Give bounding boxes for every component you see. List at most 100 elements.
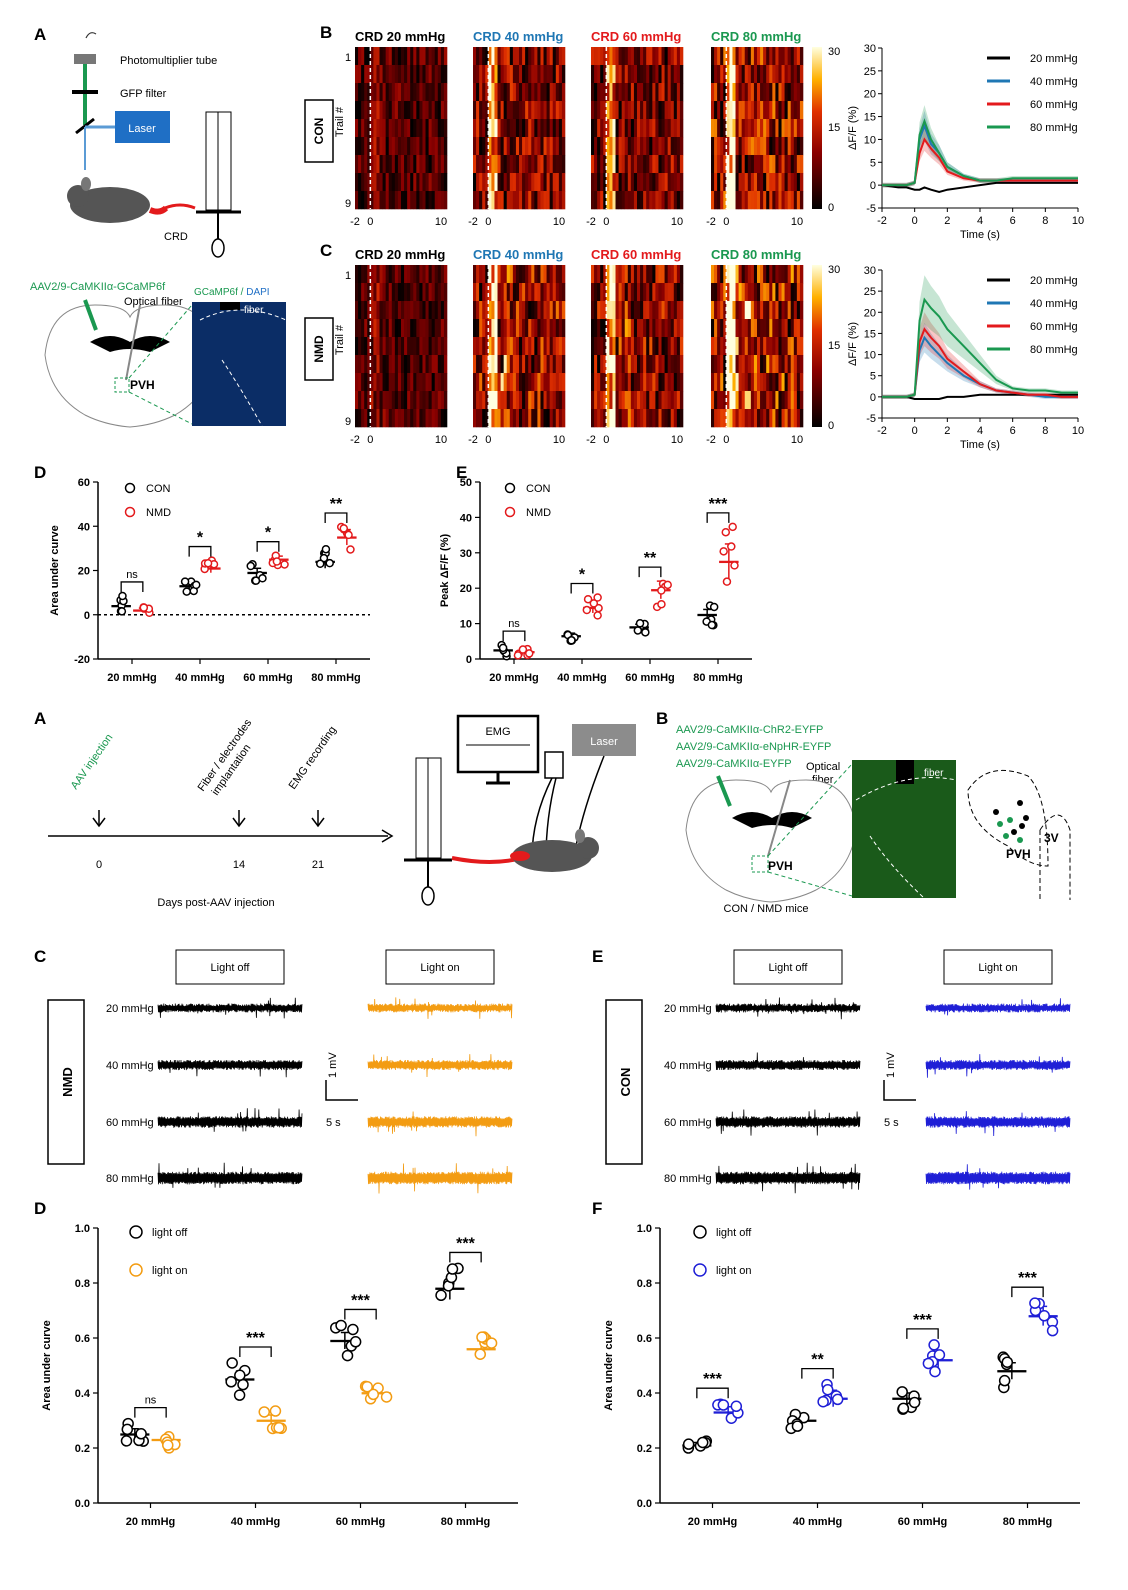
heatmap-cell — [500, 101, 504, 120]
heatmap-cell — [664, 319, 668, 338]
data-point — [663, 580, 672, 590]
heatmap-cell — [549, 191, 554, 210]
heatmap-cell — [367, 355, 371, 374]
heatmap-cell — [552, 83, 557, 102]
heatmap-cell — [410, 47, 414, 66]
heatmap-cell — [627, 191, 632, 210]
heatmap-cell — [525, 355, 529, 374]
heatmap-cell — [522, 301, 526, 320]
day-21: 21 — [312, 859, 324, 871]
heatmap-cell — [784, 355, 788, 374]
heatmap-cell — [612, 47, 616, 66]
heatmap-cell — [772, 47, 776, 66]
data-point — [908, 1396, 921, 1409]
heatmap-cell — [534, 265, 538, 284]
heatmap-cell — [425, 355, 429, 374]
heatmap-cell — [609, 191, 613, 210]
heatmap-cell — [591, 283, 595, 302]
heatmap-cell — [640, 319, 644, 338]
heatmap-cell — [506, 173, 511, 192]
heatmap-cell — [624, 355, 629, 374]
heatmap-cell — [627, 119, 632, 138]
heatmap-cell — [434, 137, 439, 156]
heatmap-cell — [522, 83, 526, 102]
scale-s-label: 5 s — [326, 1117, 341, 1129]
day-0: 0 — [96, 859, 102, 871]
heatmap-cell — [714, 337, 718, 356]
heatmap-cell — [476, 283, 480, 302]
heatmap-cell — [652, 101, 656, 120]
heatmap-cell — [479, 409, 483, 428]
heatmap-cell — [555, 65, 560, 84]
heatmap-cell — [428, 137, 432, 156]
heatmap-cell — [391, 155, 396, 174]
heatmap-cell — [763, 283, 767, 302]
heatmap-cell — [443, 373, 448, 392]
heatmap-cell — [428, 173, 432, 192]
heatmap-cell — [503, 373, 508, 392]
heatmap-cell — [528, 65, 532, 84]
heatmap-cell — [670, 301, 675, 320]
y-tick-label: 25 — [864, 66, 876, 78]
heatmap-cell — [594, 119, 598, 138]
heatmap-tick-10: 10 — [791, 434, 803, 446]
heatmap-cell — [361, 119, 365, 138]
heatmap-cell — [790, 301, 795, 320]
heatmap-cell — [528, 391, 532, 410]
heatmap-cell — [787, 47, 792, 66]
heatmap-cell — [643, 319, 647, 338]
heatmap-cell — [643, 283, 647, 302]
heatmap-cell — [747, 137, 752, 156]
heatmap-cell — [394, 47, 399, 66]
heatmap-cell — [373, 137, 377, 156]
heatmap-cell — [591, 119, 595, 138]
heatmap-cell — [546, 283, 550, 302]
heatmap-cell — [793, 355, 798, 374]
heatmap-cell — [422, 301, 426, 320]
heatmap-cell — [726, 191, 730, 210]
heatmap-cell — [382, 47, 386, 66]
y-axis-label: Area under curve — [603, 1320, 615, 1410]
heatmap-cell — [753, 391, 758, 410]
heatmap-cell — [747, 337, 752, 356]
heatmap-cell — [679, 119, 684, 138]
heatmap-cell — [546, 409, 550, 428]
heatmap-cell — [658, 355, 662, 374]
heatmap-cell — [775, 191, 779, 210]
heatmap-cell — [546, 47, 550, 66]
heatmap-cell — [747, 283, 752, 302]
heatmap-cell — [443, 391, 448, 410]
nmd-box — [304, 317, 334, 381]
heatmap-cell — [473, 301, 477, 320]
heatmap-cell — [750, 47, 755, 66]
heatmap-tick-0: 0 — [603, 434, 609, 446]
heatmap-cell — [376, 119, 380, 138]
heatmap-cell — [670, 337, 675, 356]
heatmap-cell — [640, 137, 644, 156]
heatmap-cell — [775, 83, 779, 102]
heatmap-cell — [376, 301, 380, 320]
x-axis-label: Time (s) — [960, 439, 1000, 451]
heatmap-cell — [726, 409, 730, 428]
heatmap-cell — [726, 337, 730, 356]
heatmap-cell — [757, 65, 761, 84]
heatmap-cell — [407, 355, 411, 374]
heatmap-cell — [440, 155, 445, 174]
heatmap-cell — [552, 137, 557, 156]
heatmap-cell — [787, 65, 792, 84]
heatmap-cell — [661, 155, 665, 174]
legend-label: CON — [146, 483, 171, 495]
significance-label: *** — [913, 1312, 932, 1329]
heatmap-cell — [394, 283, 399, 302]
heatmap-cell — [661, 373, 665, 392]
heatmap-cell — [723, 265, 727, 284]
heatmap-cell — [637, 409, 641, 428]
heatmap-cell — [473, 391, 477, 410]
heatmap-cell — [491, 355, 495, 374]
heatmap-cell — [720, 119, 724, 138]
heatmap-cell — [658, 191, 662, 210]
heatmap-cell — [720, 191, 724, 210]
heatmap-cell — [763, 65, 767, 84]
heatmap-cell — [720, 391, 724, 410]
heatmap-cell — [726, 283, 730, 302]
